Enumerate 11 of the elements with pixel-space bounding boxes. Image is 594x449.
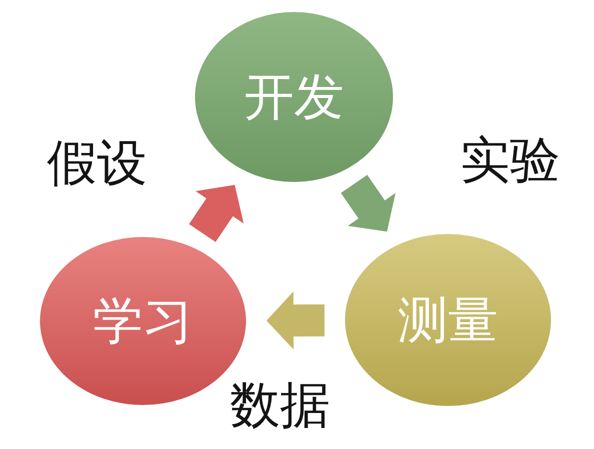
edge-label: 实验 xyxy=(460,135,560,185)
block-arrow xyxy=(340,174,396,232)
node-label: 测量 xyxy=(398,295,498,345)
ellipse-node xyxy=(345,234,551,406)
block-arrow xyxy=(266,292,325,350)
node-label: 开发 xyxy=(244,72,344,122)
edge-label: 假设 xyxy=(47,138,147,188)
block-arrow xyxy=(189,184,244,242)
node-label: 学习 xyxy=(93,296,193,346)
ellipse-node xyxy=(195,12,393,182)
edge-label: 数据 xyxy=(230,380,330,430)
